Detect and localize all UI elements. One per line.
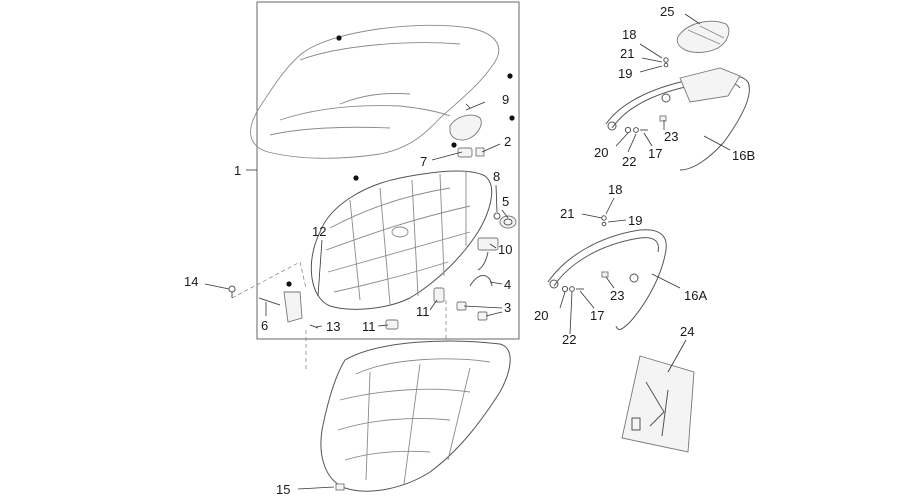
screw-part-13 bbox=[309, 324, 319, 329]
part-label-18a: 18 bbox=[622, 27, 636, 42]
part-label-16a: 16A bbox=[684, 288, 707, 303]
part-label-14: 14 bbox=[184, 274, 198, 289]
part-label-11b: 11 bbox=[362, 319, 376, 334]
hinge-part-12 bbox=[283, 281, 303, 323]
part-label-4: 4 bbox=[504, 277, 511, 292]
part-label-19a: 19 bbox=[618, 66, 632, 81]
part-label-1: 1 bbox=[234, 163, 241, 178]
helmet-compartment bbox=[320, 340, 511, 492]
part-label-24: 24 bbox=[680, 324, 694, 339]
seat-base bbox=[310, 170, 493, 310]
part-label-21b: 21 bbox=[560, 206, 574, 221]
seat-cover bbox=[250, 24, 500, 159]
part-label-15: 15 bbox=[276, 482, 290, 497]
part-label-3: 3 bbox=[504, 300, 511, 315]
washer-part-8 bbox=[493, 212, 501, 220]
part-label-17a: 17 bbox=[648, 146, 662, 161]
part-label-23a: 23 bbox=[664, 129, 678, 144]
part-label-17b: 17 bbox=[590, 308, 604, 323]
rear-rack-part-16b bbox=[605, 67, 750, 171]
part-label-21a: 21 bbox=[620, 46, 634, 61]
bullet-dot bbox=[509, 115, 515, 121]
fastener-set-16b bbox=[624, 57, 669, 134]
part-label-7: 7 bbox=[420, 154, 427, 169]
switch-part-10 bbox=[477, 237, 499, 271]
part-label-13: 13 bbox=[326, 319, 340, 334]
part-label-19b: 19 bbox=[628, 213, 642, 228]
part-label-16b: 16B bbox=[732, 148, 755, 163]
part-label-12: 12 bbox=[312, 224, 326, 239]
fastener-set-16a bbox=[561, 215, 609, 293]
bushing-part-11 bbox=[385, 287, 445, 330]
part-label-18b: 18 bbox=[608, 182, 622, 197]
part-label-20b: 20 bbox=[534, 308, 548, 323]
clip-part-2 bbox=[475, 147, 485, 157]
part-label-8: 8 bbox=[493, 169, 500, 184]
rear-rack-part-16a bbox=[547, 229, 667, 330]
cable-part-4 bbox=[469, 275, 493, 287]
assembly-frame bbox=[256, 1, 520, 340]
bullet-dot bbox=[353, 175, 359, 181]
tool-bag-part-24 bbox=[621, 355, 695, 453]
clip-part-15 bbox=[335, 483, 345, 491]
bullet-dot bbox=[507, 73, 513, 79]
part-label-25: 25 bbox=[660, 4, 674, 19]
part-label-6: 6 bbox=[261, 318, 268, 333]
part-label-23b: 23 bbox=[610, 288, 624, 303]
part-label-22a: 22 bbox=[622, 154, 636, 169]
bullet-dot bbox=[336, 35, 342, 41]
part-label-20a: 20 bbox=[594, 145, 608, 160]
screw-part-14 bbox=[228, 285, 236, 298]
bracket-part-7 bbox=[457, 147, 473, 158]
lock-cylinder-part-5 bbox=[499, 215, 517, 229]
part-label-9: 9 bbox=[502, 92, 509, 107]
part-label-22b: 22 bbox=[562, 332, 576, 347]
part-label-11a: 11 bbox=[416, 304, 430, 319]
part-label-5: 5 bbox=[502, 194, 509, 209]
part-label-10: 10 bbox=[498, 242, 512, 257]
rod-part-6 bbox=[258, 297, 281, 306]
nut-part-3 bbox=[456, 301, 488, 321]
hinge-bracket-part-9 bbox=[449, 114, 482, 141]
backrest-part-25 bbox=[676, 20, 730, 53]
bullet-dot bbox=[451, 142, 457, 148]
part-label-2: 2 bbox=[504, 134, 511, 149]
